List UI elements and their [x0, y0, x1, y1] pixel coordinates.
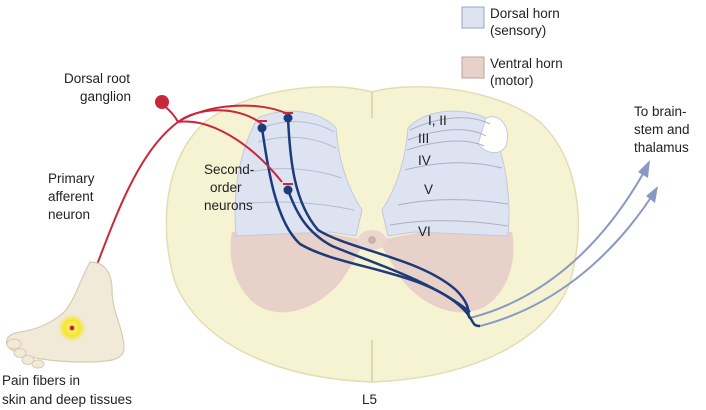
label-second-order-line1: Second-	[204, 162, 254, 177]
legend-dorsal-swatch	[461, 6, 485, 29]
lamina-boundaries	[389, 117, 509, 227]
lamina-label-vi: VI	[418, 224, 431, 239]
pain-receptor-ending	[69, 325, 75, 331]
label-second-order-line2: order	[210, 180, 242, 195]
label-primary-afferent-line3: neuron	[48, 207, 90, 222]
second-order-soma-3	[283, 185, 293, 195]
label-dorsal-root-line1: Dorsal root	[64, 71, 130, 86]
central-canal-lumen	[368, 236, 376, 244]
foot-illustration	[5, 261, 125, 363]
label-second-order-line3: neurons	[204, 198, 253, 213]
second-order-soma-2	[283, 113, 293, 123]
label-primary-afferent-line2: afferent	[48, 189, 94, 204]
ventral-horn-left	[230, 228, 366, 313]
dorsal-horn-left	[234, 110, 363, 237]
second-order-neurons	[260, 117, 481, 328]
legend-dorsal-line2: (sensory)	[490, 23, 546, 38]
label-brainstem-line3: thalamus	[634, 140, 689, 155]
lamina-label-i-ii: I, II	[428, 113, 447, 128]
second-order-soma-1	[257, 123, 267, 133]
lamina-label-iii: III	[418, 131, 429, 146]
legend-ventral-line2: (motor)	[490, 73, 534, 88]
label-pain-fibers-line2: skin and deep tissues	[2, 392, 132, 407]
lamina-boundaries-left	[241, 121, 355, 211]
legend-ventral-swatch	[461, 56, 485, 79]
label-spinal-level: L5	[362, 392, 377, 407]
label-primary-afferent-line1: Primary	[48, 171, 95, 186]
arrow-head-upper	[638, 160, 650, 178]
lamina-label-v: V	[424, 182, 433, 197]
ascending-tract-arrows	[469, 160, 658, 327]
legend-ventral-line1: Ventral horn	[490, 56, 563, 71]
ventral-horn-right	[378, 228, 514, 313]
dorsal-root-ganglion-soma	[155, 95, 169, 109]
dorsal-horn-right	[381, 110, 510, 237]
label-brainstem-line1: To brain-	[634, 104, 687, 119]
arrow-head-lower	[646, 186, 658, 203]
label-brainstem-line2: stem and	[634, 122, 690, 137]
foot-toes	[6, 338, 45, 369]
label-dorsal-root-line2: ganglion	[80, 89, 131, 104]
lamina-label-iv: IV	[418, 153, 431, 168]
legend-dorsal-line1: Dorsal horn	[490, 6, 560, 21]
dorsal-horn-tip-right	[477, 116, 508, 153]
label-pain-fibers-line1: Pain fibers in	[2, 373, 80, 388]
